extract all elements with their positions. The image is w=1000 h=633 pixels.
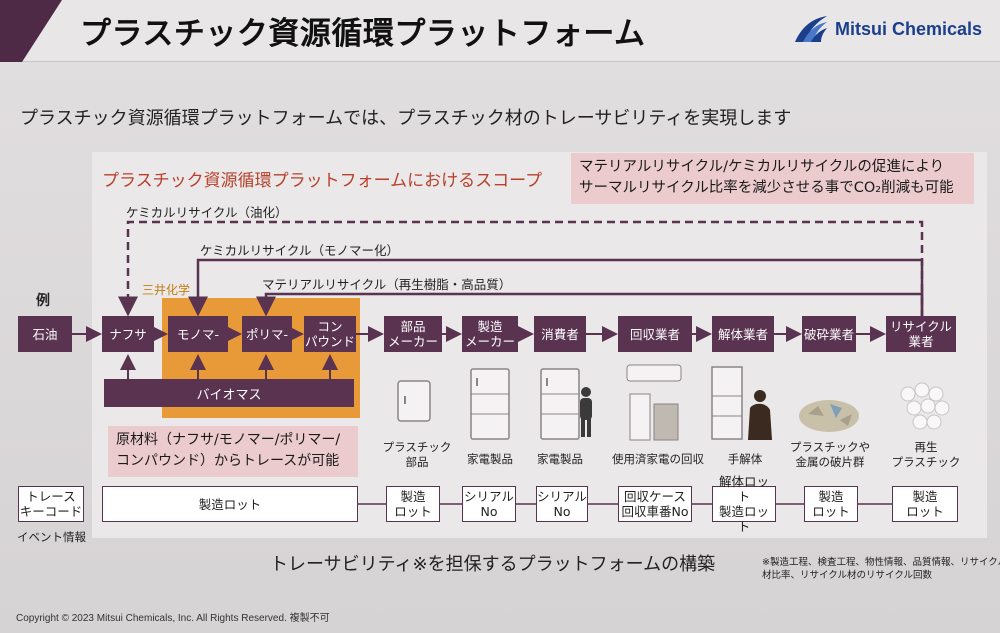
- used-appliances-icon: [626, 364, 682, 441]
- logo-text: Mitsui Chemicals: [834, 18, 982, 39]
- plastic-part-icon: [397, 380, 431, 422]
- trace-box-parts: 製造 ロット: [386, 486, 440, 522]
- copyright: Copyright © 2023 Mitsui Chemicals, Inc. …: [16, 613, 330, 624]
- trace-box-serial-1-line2: No: [480, 504, 498, 519]
- loop-chem-monomer-line: [188, 258, 924, 318]
- person-silhouette-icon: [580, 387, 592, 437]
- recycled-pellets-icon: [900, 382, 950, 430]
- scope-title: プラスチック資源循環プラットフォームにおけるスコープ: [102, 171, 543, 191]
- caption-plastic-parts: プラスチック 部品: [380, 440, 454, 470]
- caption-dismantle: 手解体: [727, 452, 763, 466]
- node-oil: 石油: [18, 316, 72, 352]
- biomass-bar: バイオマス: [104, 379, 354, 407]
- node-compound: コン パウンド: [304, 316, 356, 352]
- trace-box-dismantle: 解体ロット 製造ロット: [712, 474, 776, 534]
- trace-box-recycle-line2: ロット: [906, 504, 944, 519]
- event-info-label: イベント情報: [17, 530, 86, 544]
- trace-lot-box: 製造ロット: [102, 486, 358, 522]
- node-mfg-maker: 製造 メーカー: [462, 316, 518, 352]
- footnote: ※製造工程、検査工程、物性情報、品質情報、リサイクル 材比率、リサイクル材のリサ…: [762, 556, 1000, 582]
- page-title: プラスチック資源循環プラットフォーム: [80, 16, 646, 52]
- caption-plastic-parts-line2: 部品: [405, 455, 429, 469]
- node-recycler-line1: リサイクル: [890, 319, 952, 334]
- trace-box-serial-2-line1: シリアル: [537, 489, 587, 504]
- header-accent-triangle: [22, 0, 62, 62]
- mitsui-logo-icon: [794, 16, 827, 42]
- refrigerator-icon-2: [540, 368, 580, 440]
- node-mfg-maker-line1: 製造: [477, 319, 503, 334]
- subtitle: プラスチック資源循環プラットフォームでは、プラスチック材のトレーサビリティを実現…: [20, 108, 792, 129]
- note-box: マテリアルリサイクル/ケミカルリサイクルの促進により サーマルリサイクル比率を減…: [571, 153, 974, 204]
- trace-box-crush: 製造 ロット: [804, 486, 858, 522]
- trace-box-crush-line2: ロット: [812, 504, 850, 519]
- caption-fragments-line2: 金属の破片群: [795, 455, 865, 469]
- node-collector: 回収業者: [618, 316, 692, 352]
- loop-chem-monomer-label: ケミカルリサイクル（モノマー化）: [200, 243, 400, 258]
- caption-recycled: 再生 プラスチック: [886, 440, 966, 470]
- trace-box-dismantle-line1: 解体ロット: [718, 474, 769, 504]
- trace-box-collection: 回収ケース 回収車番No: [618, 486, 692, 522]
- loop-chem-oil-label: ケミカルリサイクル（油化）: [126, 205, 288, 220]
- node-monomer: モノマ-: [168, 316, 228, 352]
- node-naphtha: ナフサ: [102, 316, 154, 352]
- node-polymer: ポリマ-: [242, 316, 292, 352]
- caption-fragments: プラスチックや 金属の破片群: [788, 440, 872, 470]
- trace-box-serial-1: シリアル No: [462, 486, 516, 522]
- trace-box-serial-2-line2: No: [553, 504, 571, 519]
- bottom-title: トレーサビリティ※を担保するプラットフォームの構築: [270, 554, 716, 575]
- caption-plastic-parts-line1: プラスチック: [382, 440, 452, 454]
- footnote-line1: ※製造工程、検査工程、物性情報、品質情報、リサイクル: [762, 557, 1000, 568]
- note-line-1: マテリアルリサイクル/ケミカルリサイクルの促進により: [579, 159, 945, 175]
- node-mfg-maker-line2: メーカー: [464, 334, 515, 349]
- loop-material-label: マテリアルリサイクル（再生樹脂・高品質）: [262, 277, 512, 292]
- trace-key-line2: キーコード: [19, 504, 83, 519]
- trace-key-line1: トレース: [26, 489, 76, 504]
- header-bar: [0, 0, 1000, 62]
- dismantling-icon: [711, 366, 772, 440]
- caption-recycled-line2: プラスチック: [891, 455, 961, 469]
- footnote-line2: 材比率、リサイクル材のリサイクル回数: [762, 570, 933, 581]
- node-consumer: 消費者: [534, 316, 586, 352]
- mitsui-label: 三井化学: [142, 283, 191, 297]
- refrigerator-icon-1: [470, 368, 510, 440]
- node-recycler: リサイクル 業者: [886, 316, 956, 352]
- caption-appliance-2: 家電製品: [537, 452, 583, 466]
- trace-box-parts-line1: 製造: [400, 489, 426, 504]
- trace-box-serial-1-line1: シリアル: [464, 489, 514, 504]
- header-accent: [0, 0, 22, 62]
- company-logo: Mitsui Chemicals: [793, 14, 982, 44]
- trace-box-collection-line2: 回収車番No: [621, 504, 689, 519]
- trace-box-recycle-line1: 製造: [912, 489, 938, 504]
- caption-used-appliance: 使用済家電の回収: [612, 452, 704, 466]
- note-line-2: サーマルリサイクル比率を減少させる事でCO₂削減も可能: [579, 180, 954, 196]
- caption-appliance-1: 家電製品: [467, 452, 513, 466]
- fragments-icon: [799, 400, 859, 432]
- trace-box-dismantle-line2: 製造ロット: [718, 504, 769, 534]
- node-parts-maker: 部品 メーカー: [384, 316, 442, 352]
- trace-box-collection-line1: 回収ケース: [624, 489, 686, 504]
- trace-note-box: 原材料（ナフサ/モノマー/ポリマー/ コンパウンド）からトレースが可能: [108, 426, 358, 477]
- node-recycler-line2: 業者: [908, 334, 934, 349]
- trace-box-crush-line1: 製造: [818, 489, 844, 504]
- node-compound-line2: パウンド: [304, 334, 355, 349]
- caption-recycled-line1: 再生: [914, 440, 938, 454]
- trace-box-parts-line2: ロット: [394, 504, 432, 519]
- trace-box-recycle: 製造 ロット: [892, 486, 958, 522]
- trace-note-line-2: コンパウンド）からトレースが可能: [116, 453, 340, 469]
- node-crusher: 破砕業者: [802, 316, 856, 352]
- caption-fragments-line1: プラスチックや: [789, 440, 871, 454]
- node-compound-line1: コン: [317, 319, 343, 334]
- trace-box-serial-2: シリアル No: [536, 486, 588, 522]
- loop-chem-oil-line: [118, 220, 924, 318]
- loop-material-line: [256, 292, 924, 318]
- trace-key-code-box: トレース キーコード: [18, 486, 84, 522]
- example-label: 例: [36, 293, 50, 309]
- node-parts-maker-line1: 部品: [400, 319, 426, 334]
- node-parts-maker-line2: メーカー: [387, 334, 438, 349]
- trace-note-line-1: 原材料（ナフサ/モノマー/ポリマー/: [116, 432, 341, 448]
- node-dismantler: 解体業者: [712, 316, 774, 352]
